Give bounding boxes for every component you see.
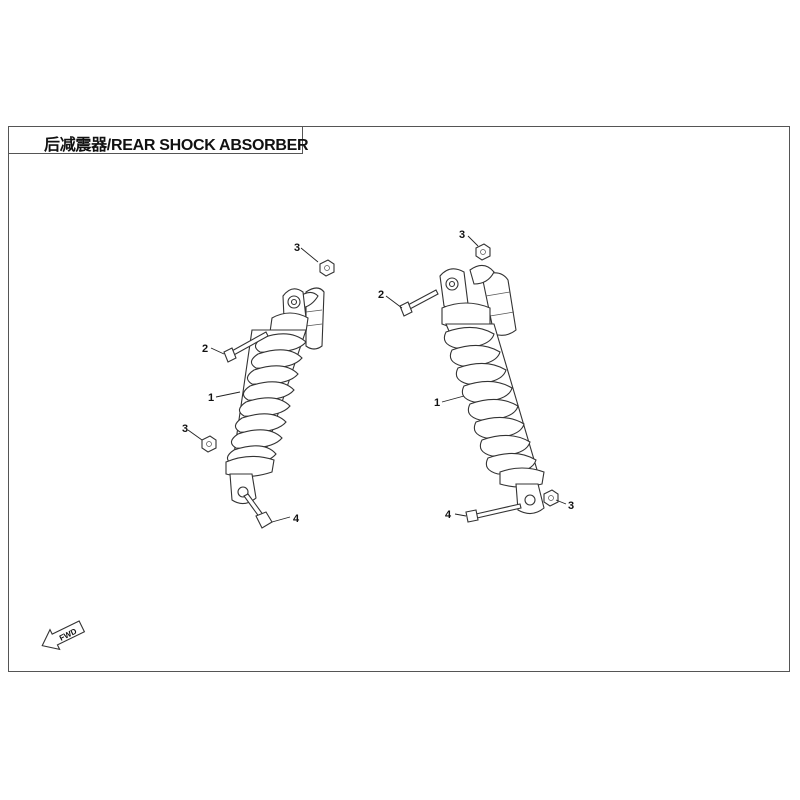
callouts: 3 2 1 3 4 3 2 1 4 3 [182,229,574,525]
right-upper-bolt [399,289,439,317]
callout-right-lower-nut: 3 [568,500,574,512]
fwd-arrow-shape [41,620,86,651]
left-upper-bolt [223,331,269,363]
drawing-frame [8,126,790,672]
right-upper-nut [475,243,491,261]
right-reservoir-hose [469,264,495,285]
left-lower-bolt [243,493,273,529]
callout-right-shock: 1 [434,397,440,409]
title-block [8,126,303,154]
callout-left-shock: 1 [208,392,214,404]
fwd-label: FWD [58,627,79,643]
fwd-arrow: FWD [41,620,86,651]
page-title: 后减震器/REAR SHOCK ABSORBER [44,137,309,154]
right-lower-nut [543,489,559,507]
left-upper-nut [319,259,335,277]
callout-left-lower-nut: 3 [182,423,188,435]
right-lower-bolt [465,503,522,523]
callout-left-upper-nut: 3 [294,242,300,254]
callout-right-upper-nut: 3 [459,229,465,241]
callout-right-upper-bolt: 2 [378,289,384,301]
callout-left-upper-bolt: 2 [202,343,208,355]
left-shock-absorber [201,259,335,529]
left-spring [226,333,307,465]
callout-leaders [187,235,567,523]
right-spring [443,326,537,475]
right-spring-seat [499,467,545,488]
callout-right-lower-bolt: 4 [445,509,452,521]
left-lower-nut [201,435,217,453]
right-shock-absorber [399,243,559,523]
callout-left-lower-bolt: 4 [293,513,300,525]
